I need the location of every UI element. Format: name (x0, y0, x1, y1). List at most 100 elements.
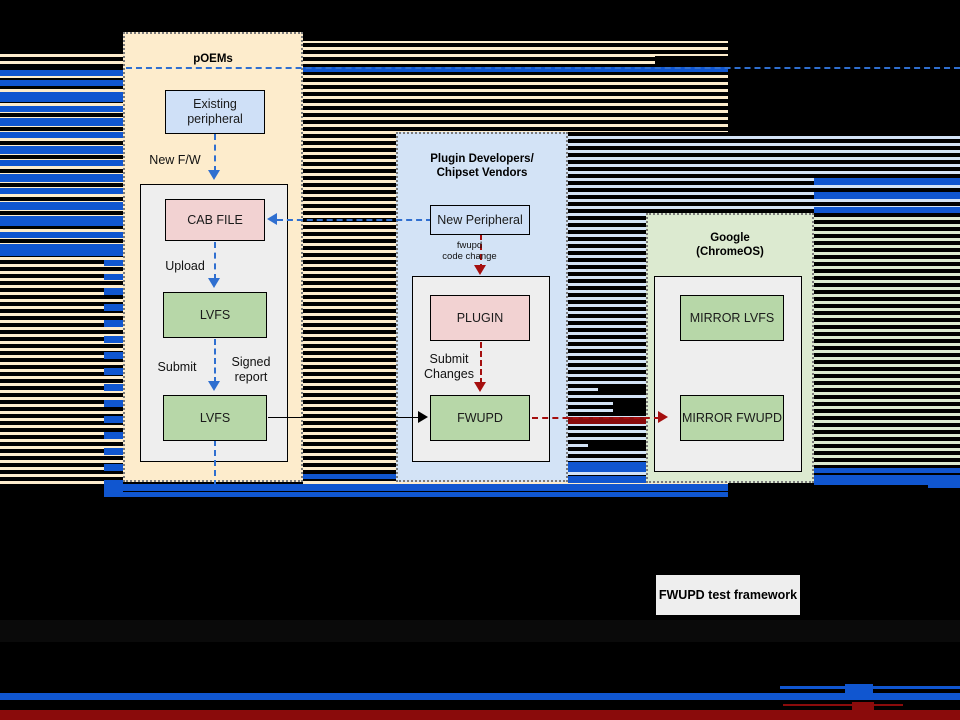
node-new-peripheral[interactable]: New Peripheral (430, 205, 530, 235)
glitch-scanline (0, 243, 123, 246)
glitch-scanline (0, 467, 123, 470)
glitch-scanline (814, 329, 960, 332)
glitch-scanline (0, 428, 123, 432)
glitch-scanline (0, 50, 123, 54)
glitch-scanline (303, 127, 728, 131)
glitch-scanline (303, 43, 728, 47)
glitch-accent-line (104, 288, 123, 295)
glitch-scanline (814, 311, 960, 315)
fwupd-test-framework-box[interactable]: FWUPD test framework (656, 575, 800, 615)
edge-fwupd-code-change (480, 234, 482, 270)
glitch-accent-line (0, 160, 123, 166)
glitch-scanline (0, 148, 123, 152)
glitch-scanline (814, 241, 960, 245)
glitch-scanline (0, 292, 123, 295)
glitch-accent-line (0, 92, 123, 102)
node-fwupd[interactable]: FWUPD (430, 395, 530, 441)
glitch-scanline (0, 309, 123, 313)
glitch-scanline (814, 280, 960, 283)
glitch-scanline (303, 78, 728, 82)
glitch-scanline (0, 145, 123, 148)
glitch-scanline (814, 245, 960, 248)
glitch-scanline (303, 89, 728, 92)
node-existing-peripheral[interactable]: Existing peripheral (165, 90, 265, 134)
glitch-scanline (814, 409, 960, 413)
glitch-scanline (814, 402, 960, 406)
glitch-scanline (568, 178, 960, 181)
edge-signed-report-down (214, 440, 216, 486)
glitch-scanline (814, 360, 960, 364)
glitch-scanline (0, 180, 123, 183)
glitch-scanline (814, 392, 960, 395)
glitch-scanline (814, 444, 960, 448)
glitch-scanline (0, 477, 123, 481)
edge-submit-changes (480, 342, 482, 384)
glitch-scanline (0, 211, 123, 215)
glitch-scanline (0, 376, 123, 379)
glitch-scanline (568, 192, 960, 195)
glitch-scanline (0, 40, 123, 43)
glitch-scanline (814, 290, 960, 294)
node-mirror-lvfs[interactable]: MIRROR LVFS (680, 295, 784, 341)
glitch-scanline (568, 146, 960, 150)
glitch-scanline (0, 176, 123, 180)
edge-label-submit: Submit (157, 360, 197, 374)
glitch-accent-line (814, 178, 960, 185)
glitch-scanline (814, 406, 960, 409)
glitch-scanline (0, 92, 123, 96)
glitch-scanline (303, 110, 728, 113)
glitch-scanline (0, 127, 123, 131)
node-lvfs-upload[interactable]: LVFS (163, 292, 267, 338)
glitch-accent-line (104, 336, 123, 343)
glitch-scanline (568, 143, 960, 146)
edge-label-code-change-line2: code change (442, 251, 497, 263)
glitch-scanline (0, 117, 123, 120)
glitch-scanline (0, 411, 123, 414)
glitch-accent-line (104, 368, 123, 375)
glitch-accent-line (0, 244, 123, 256)
glitch-scanline (0, 404, 123, 407)
glitch-scanline (814, 420, 960, 423)
glitch-accent-line (104, 448, 123, 455)
edge-label-signed-report-line2: report (234, 370, 268, 384)
glitch-scanline (568, 157, 960, 160)
glitch-scanline (814, 374, 960, 378)
glitch-scanline (303, 117, 728, 120)
glitch-accent-line (814, 192, 960, 199)
glitch-bar-blue-5 (0, 693, 960, 700)
glitch-scanline (814, 367, 960, 371)
arrowhead-code-change (474, 265, 486, 275)
glitch-scanline (814, 262, 960, 266)
glitch-scanline (814, 371, 960, 374)
glitch-scanline (303, 57, 728, 61)
glitch-scanline (568, 174, 960, 178)
glitch-scanline (0, 201, 123, 204)
glitch-scanline (303, 120, 728, 124)
node-mirror-fwupd[interactable]: MIRROR FWUPD (680, 395, 784, 441)
glitch-scanline (0, 456, 123, 460)
glitch-scanline (814, 364, 960, 367)
glitch-scanline (0, 194, 123, 197)
glitch-scanline (0, 253, 123, 257)
glitch-scanline (0, 344, 123, 348)
glitch-scanline (814, 304, 960, 308)
glitch-scanline (0, 274, 123, 278)
glitch-scanline (814, 224, 960, 227)
glitch-accent-line (104, 384, 123, 391)
node-cab-file[interactable]: CAB FILE (165, 199, 265, 241)
panel-plugin-title-line2: Chipset Vendors (436, 167, 528, 180)
glitch-scanline (0, 341, 123, 344)
node-mirror-lvfs-label: MIRROR LVFS (689, 310, 775, 325)
glitch-scanline (568, 181, 960, 185)
glitch-accent-line (104, 400, 123, 407)
glitch-scanline (0, 75, 123, 78)
glitch-scanline (0, 187, 123, 190)
glitch-accent-line (0, 188, 123, 194)
node-plugin[interactable]: PLUGIN (430, 295, 530, 341)
glitch-accent-line (814, 213, 960, 217)
node-lvfs-submit[interactable]: LVFS (163, 395, 267, 441)
glitch-scanline (568, 164, 960, 167)
glitch-scanline (0, 327, 123, 330)
arrowhead-submit (208, 381, 220, 391)
glitch-scanline (568, 185, 960, 188)
